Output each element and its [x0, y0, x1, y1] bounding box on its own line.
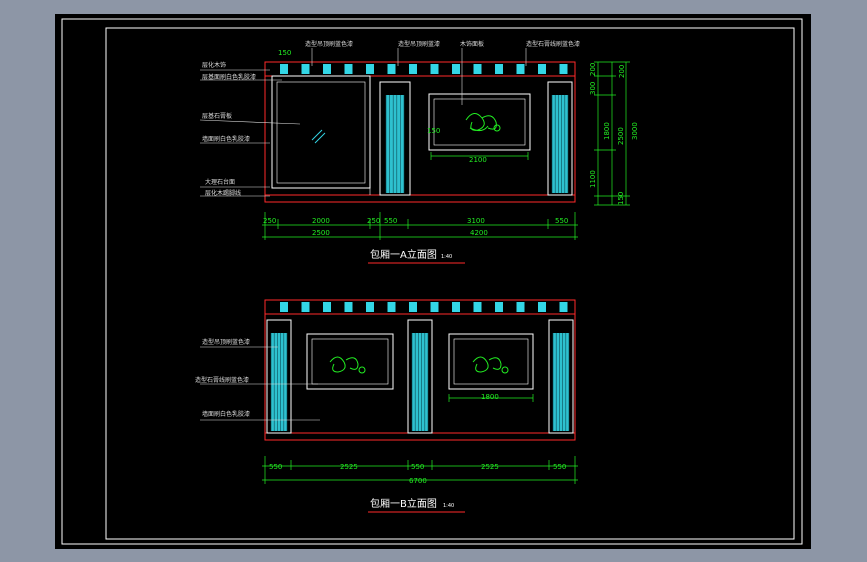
- label-b-note3: 墙面刷白色乳胶漆: [202, 410, 250, 418]
- label-a-wall-panel: 层基石膏板: [202, 112, 232, 120]
- pilaster-a2: [547, 81, 573, 196]
- center-frame-a: [428, 93, 531, 151]
- ceiling-blocks-a: [280, 64, 568, 74]
- pilaster-b1: [266, 319, 292, 434]
- label-a-top-right2: 造型石膏线刷蓝色漆: [526, 40, 580, 48]
- dim-b-1800: 1800: [481, 393, 499, 401]
- ceiling-block: [344, 64, 353, 74]
- ceiling-block: [473, 64, 482, 74]
- ceiling-block: [495, 302, 503, 312]
- dim-b-bottom-0: 550: [269, 463, 282, 471]
- elevation-b-title: 包厢一B立面图: [370, 497, 437, 510]
- dim-a-right-2: 200: [618, 65, 626, 78]
- dim-a-right-4: 2500: [617, 127, 625, 145]
- label-b-note2: 造型石膏线刷蓝色漆: [195, 376, 249, 384]
- ceiling-block: [516, 302, 525, 312]
- ceiling-block: [323, 302, 331, 312]
- label-b-note1: 造型吊顶刷蓝色漆: [202, 338, 250, 346]
- ceiling-block: [538, 64, 546, 74]
- elevation-a: 层化木饰 层基面刷白色乳胶漆 层基石膏板 墙面刷白色乳胶漆 大理石台面 层化木踢…: [199, 40, 639, 264]
- elevation-b: 1800 造型吊顶刷蓝色漆 造型石膏线刷蓝色漆 墙面刷白色乳胶漆 550 252…: [195, 299, 578, 513]
- drawing-canvas: [55, 14, 811, 549]
- ceiling-block: [516, 64, 525, 74]
- elevation-b-scale: 1:40: [443, 503, 454, 509]
- ceiling-block: [323, 64, 331, 74]
- elevation-a-scale: 1:40: [441, 254, 452, 260]
- label-a-ceiling-paint: 层基面刷白色乳胶漆: [202, 73, 256, 81]
- pilaster-b3: [548, 319, 574, 434]
- dim-a-right-3: 1800: [603, 122, 611, 140]
- ceiling-block: [344, 302, 353, 312]
- dim-a-150: 150: [278, 49, 291, 57]
- ceiling-block: [387, 64, 396, 74]
- label-a-wall-paint: 墙面刷白色乳胶漆: [202, 135, 250, 143]
- ceiling-block: [366, 64, 374, 74]
- dim-b-bottom-4: 550: [553, 463, 566, 471]
- dim-a-right-1: 300: [589, 82, 597, 95]
- ceiling-block: [452, 302, 460, 312]
- dim-a-right-7: 150: [617, 192, 625, 205]
- ceiling-block: [430, 64, 439, 74]
- label-a-top-left: 造型吊顶刷蓝色漆: [305, 40, 353, 48]
- dim-b-bottom-3: 2525: [481, 463, 499, 471]
- label-a-top-mid: 造型吊顶刷蓝漆: [398, 40, 440, 48]
- ceiling-block: [559, 302, 568, 312]
- label-a-top-right1: 木饰面板: [460, 40, 484, 48]
- ceiling-block: [473, 302, 482, 312]
- wall-outline-a: [264, 75, 576, 203]
- ceiling-block: [452, 64, 460, 74]
- dim-b-bottom-1: 2525: [340, 463, 358, 471]
- inner-frame: [105, 27, 795, 540]
- dim-a-bottom-5: 550: [555, 217, 568, 225]
- dim-a-right-5: 3000: [631, 122, 639, 140]
- dim-a-bottom-2: 250: [367, 217, 380, 225]
- frame-b-left: [306, 333, 394, 390]
- dim-a-total-1: 4200: [470, 229, 488, 237]
- dim-b-total: 6700: [409, 477, 427, 485]
- wall-outline-b: [264, 313, 576, 441]
- ceiling-block: [280, 302, 288, 312]
- ceiling-block: [409, 64, 417, 74]
- pilaster-a1: [379, 81, 411, 196]
- dim-b-bottom-2: 550: [411, 463, 424, 471]
- ceiling-block: [495, 64, 503, 74]
- dim-a-2100: 2100: [469, 156, 487, 164]
- ceiling-block: [301, 302, 310, 312]
- dim-a-bottom-1: 2000: [312, 217, 330, 225]
- ceiling-block: [559, 64, 568, 74]
- dim-a-total-0: 2500: [312, 229, 330, 237]
- dim-a-right-0: 200: [589, 63, 597, 76]
- dim-a-bottom-3: 550: [384, 217, 397, 225]
- ceiling-block: [430, 302, 439, 312]
- dim-a-right-6: 1100: [589, 170, 597, 188]
- dim-a-frame-150: 150: [427, 127, 440, 135]
- frame-b-right: [448, 333, 534, 390]
- pilaster-b2: [407, 319, 433, 434]
- ceiling-blocks-b: [280, 302, 568, 312]
- ceiling-block: [280, 64, 288, 74]
- ceiling-block: [387, 302, 396, 312]
- dim-a-bottom-4: 3100: [467, 217, 485, 225]
- outer-frame: [61, 18, 803, 545]
- ceiling-block: [366, 302, 374, 312]
- elevation-a-title: 包厢一A立面图: [370, 248, 437, 261]
- ceiling-block: [538, 302, 546, 312]
- floral-ornament-b-right: [472, 356, 509, 374]
- ceiling-block: [301, 64, 310, 74]
- label-a-marble: 大理石台面: [205, 178, 235, 186]
- dim-a-bottom-0: 250: [263, 217, 276, 225]
- ceiling-block: [409, 302, 417, 312]
- label-a-baseboard: 层化木踢脚线: [205, 189, 241, 197]
- floral-ornament-a: [465, 113, 501, 132]
- floral-ornament-b-left: [329, 356, 366, 374]
- label-a-ceiling-material: 层化木饰: [202, 61, 226, 69]
